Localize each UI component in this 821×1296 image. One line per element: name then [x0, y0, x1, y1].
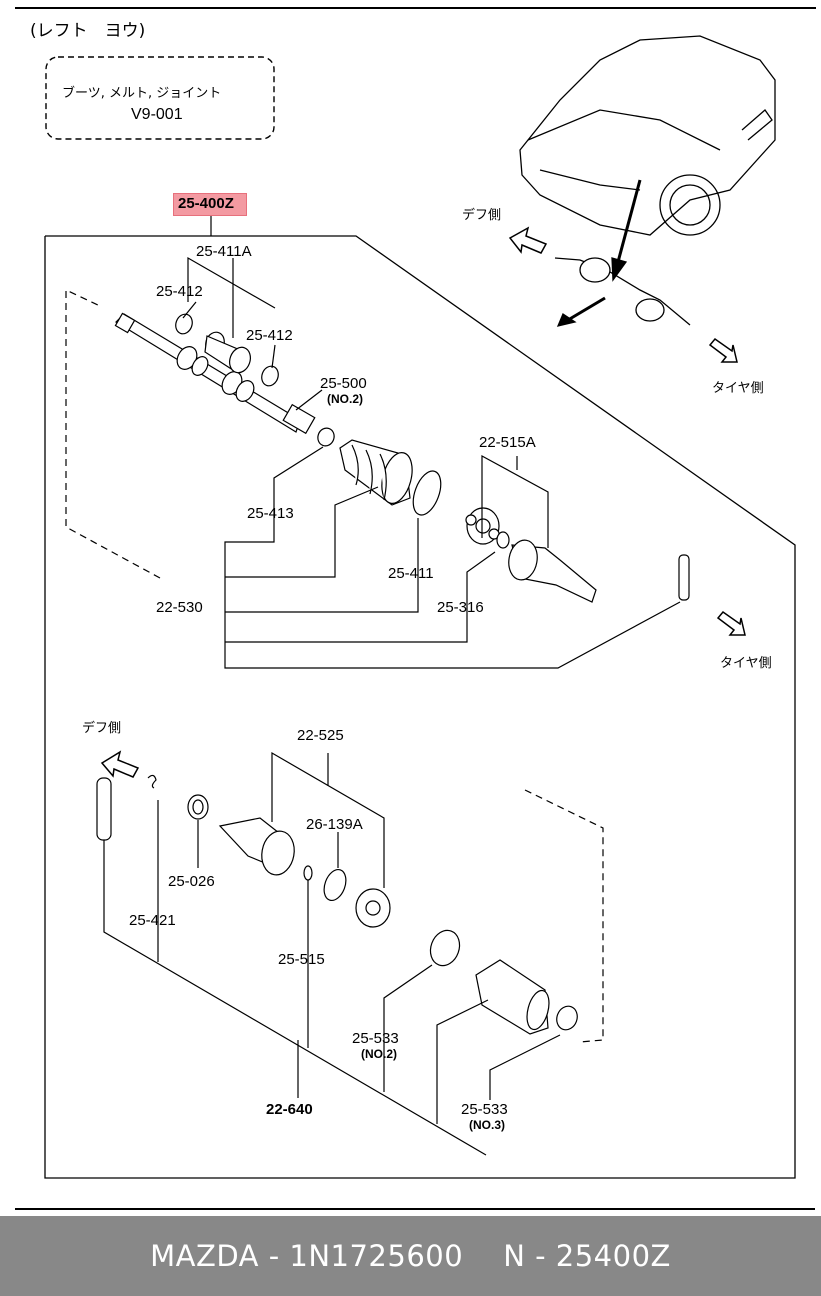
tripod-joint	[465, 507, 500, 545]
bottom-rule	[15, 1208, 815, 1210]
lower-leader-lines	[103, 751, 561, 1156]
note-box-line2: V9-001	[131, 106, 183, 123]
lower-parts-drawing	[96, 774, 578, 1035]
direction-tire-top: タイヤ側	[712, 381, 764, 396]
part-label-25-412-left[interactable]: 25-412	[156, 283, 203, 300]
dynamic-damper	[204, 331, 251, 374]
drive-shaft-drawing	[114, 312, 316, 435]
part-label-22-515A[interactable]: 22-515A	[479, 434, 536, 451]
footer-reference: N - 25400Z	[503, 1239, 671, 1273]
part-label-25-026[interactable]: 25-026	[168, 873, 215, 890]
direction-diff-top: デフ側	[462, 208, 502, 223]
part-label-25-515[interactable]: 25-515	[278, 951, 325, 968]
part-label-25-413[interactable]: 25-413	[247, 505, 294, 522]
part-label-25-421[interactable]: 25-421	[129, 912, 176, 929]
upper-assembly-outline	[44, 235, 796, 1179]
part-label-22-525[interactable]: 22-525	[297, 727, 344, 744]
car-location-sketch	[519, 35, 776, 327]
part-label-25-411[interactable]: 25-411	[388, 565, 434, 582]
part-label-26-139A[interactable]: 26-139A	[306, 816, 363, 833]
direction-arrows	[100, 226, 746, 778]
part-label-22-640[interactable]: 22-640	[266, 1101, 313, 1118]
page-title: (レフト ヨウ)	[30, 21, 146, 41]
part-label-22-530[interactable]: 22-530	[156, 599, 203, 616]
part-label-25-412-right[interactable]: 25-412	[246, 327, 293, 344]
part-label-25-533-no3[interactable]: 25-533	[461, 1101, 508, 1118]
part-sublabel-25-500: (NO.2)	[327, 392, 363, 406]
footer-part-number: MAZDA - 1N1725600	[150, 1239, 464, 1273]
upper-leader-lines	[182, 256, 681, 669]
highlighted-part-box	[173, 193, 247, 216]
part-label-25-500[interactable]: 25-500	[320, 375, 367, 392]
boot-upper	[339, 439, 413, 506]
note-box-frame	[45, 56, 275, 140]
part-sublabel-25-533-no3: (NO.3)	[469, 1118, 505, 1132]
part-label-25-316[interactable]: 25-316	[437, 599, 484, 616]
note-box-line1: ブーツ, メルト, ジョイント	[62, 86, 222, 101]
highlighted-part-number[interactable]: 25-400Z	[178, 195, 234, 212]
footer-bar: MAZDA - 1N1725600 N - 25400Z	[0, 1216, 821, 1296]
direction-diff-bottom: デフ側	[82, 721, 122, 736]
outer-joint-housing	[508, 539, 597, 603]
part-label-25-533-no2[interactable]: 25-533	[352, 1030, 399, 1047]
part-sublabel-25-533-no2: (NO.2)	[361, 1047, 397, 1061]
part-label-25-411A[interactable]: 25-411A	[196, 243, 252, 260]
direction-tire-mid: タイヤ側	[720, 656, 772, 671]
